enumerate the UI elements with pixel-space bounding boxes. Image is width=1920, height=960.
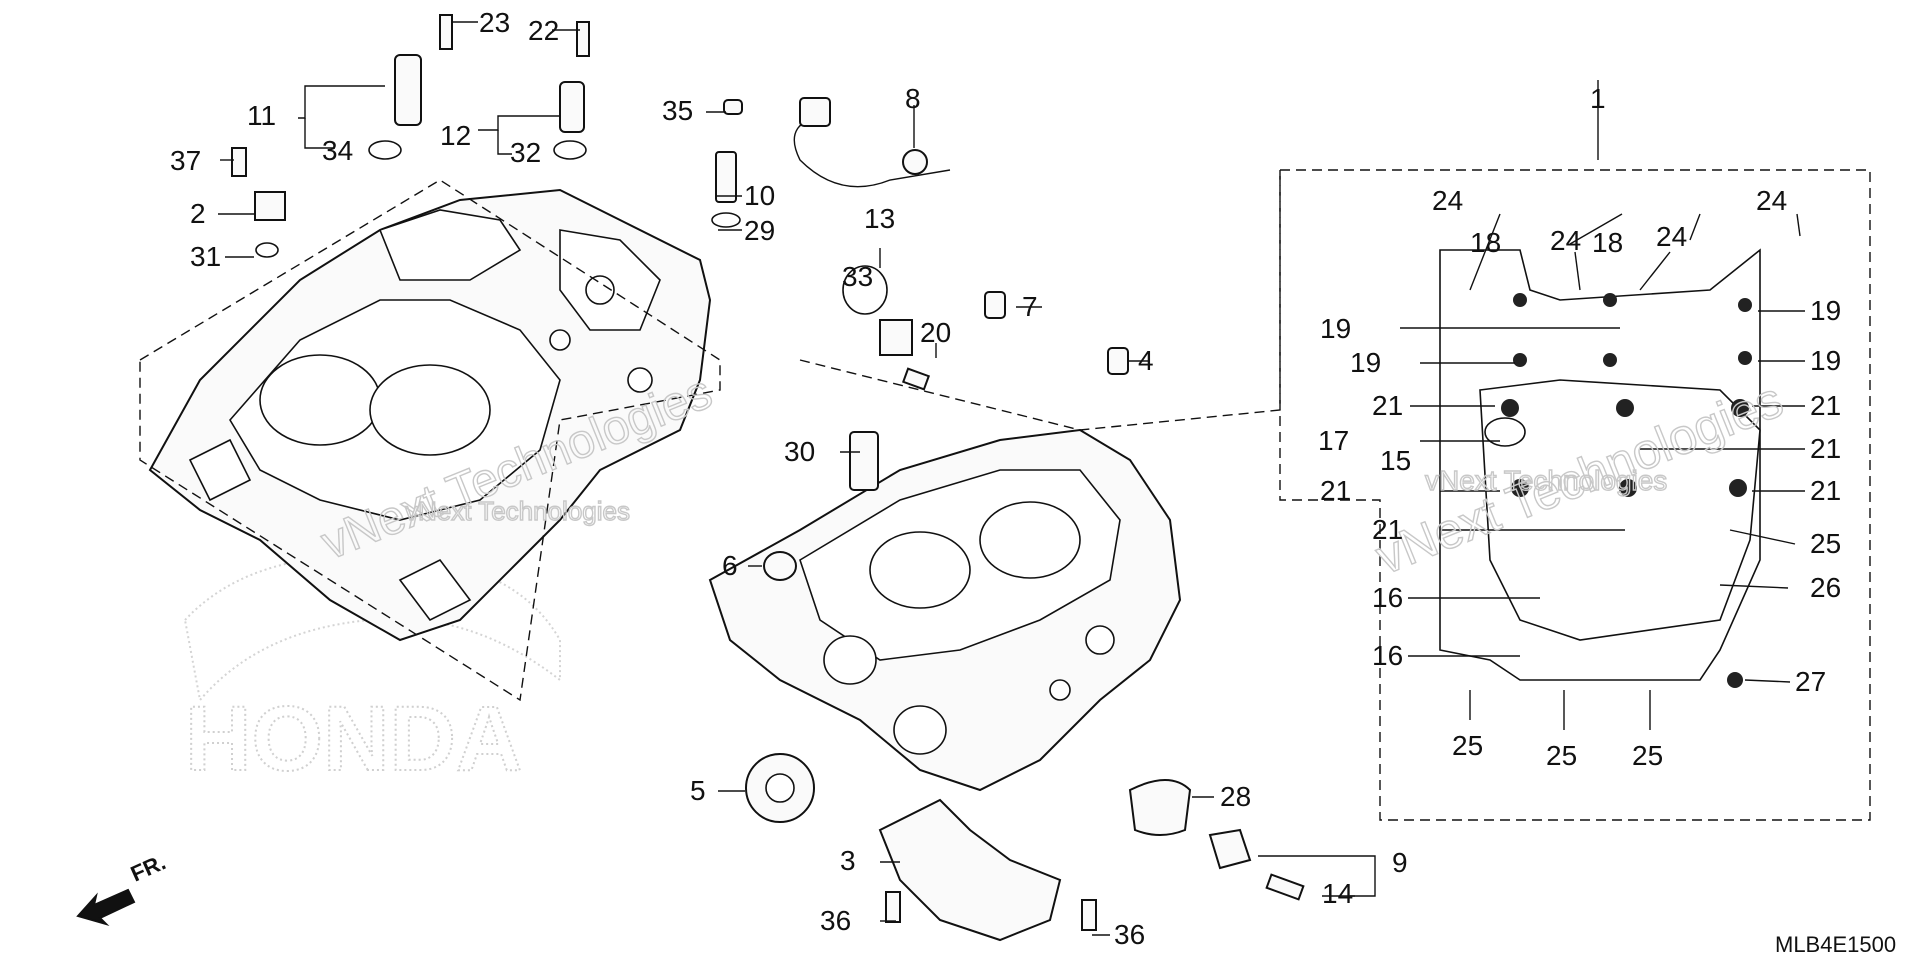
callout-32: 32 <box>510 137 541 168</box>
callout-25: 25 <box>1810 528 1841 559</box>
callout-16: 16 <box>1372 640 1403 671</box>
callout-25: 25 <box>1452 730 1483 761</box>
callout-36-right: 36 <box>1114 919 1145 950</box>
lower-crankcase <box>708 428 1182 792</box>
callout-34: 34 <box>322 135 353 166</box>
callout-24: 24 <box>1656 221 1687 252</box>
callout-33: 33 <box>842 261 873 292</box>
callout-19: 19 <box>1320 313 1351 344</box>
callout-14: 14 <box>1322 878 1353 909</box>
callout-4: 4 <box>1138 345 1154 376</box>
callout-29: 29 <box>744 215 775 246</box>
callout-21: 21 <box>1372 390 1403 421</box>
callout-5: 5 <box>690 775 706 806</box>
callout-1: 1 <box>1590 83 1606 114</box>
callout-7: 7 <box>1022 291 1038 322</box>
callout-19: 19 <box>1350 347 1381 378</box>
callout-19: 19 <box>1810 345 1841 376</box>
callout-27: 27 <box>1795 666 1826 697</box>
callout-21: 21 <box>1372 514 1403 545</box>
callout-9: 9 <box>1392 847 1408 878</box>
callout-21: 21 <box>1810 433 1841 464</box>
callout-22: 22 <box>528 15 559 46</box>
callout-21: 21 <box>1810 390 1841 421</box>
callout-24: 24 <box>1756 185 1787 216</box>
callout-18: 18 <box>1592 227 1623 258</box>
honda-wordmark: HONDA <box>185 688 522 790</box>
callout-21: 21 <box>1810 475 1841 506</box>
bolt-hole-markers <box>1501 293 1752 688</box>
front-label: FR. <box>127 849 170 886</box>
callout-17: 17 <box>1318 425 1349 456</box>
callout-6: 6 <box>722 550 738 581</box>
upper-crankcase <box>148 188 712 642</box>
callout-15: 15 <box>1380 445 1411 476</box>
callout-37: 37 <box>170 145 201 176</box>
crankcase-bottom-view <box>1439 248 1761 688</box>
callout-2: 2 <box>190 198 206 229</box>
assembly-outlines <box>139 169 1871 821</box>
diagram-code: MLB4E1500 <box>1775 932 1896 957</box>
callout-13: 13 <box>864 203 895 234</box>
callouts: 23 22 11 34 12 32 37 2 31 35 10 29 8 13 … <box>170 7 1841 950</box>
callout-3: 3 <box>840 845 856 876</box>
callout-26: 26 <box>1810 572 1841 603</box>
callout-16: 16 <box>1372 582 1403 613</box>
callout-24: 24 <box>1432 185 1463 216</box>
callout-23: 23 <box>479 7 510 38</box>
callout-25: 25 <box>1546 740 1577 771</box>
callout-24: 24 <box>1550 225 1581 256</box>
loose-parts <box>231 14 1305 942</box>
callout-10: 10 <box>744 180 775 211</box>
callout-18: 18 <box>1470 227 1501 258</box>
callout-28: 28 <box>1220 781 1251 812</box>
callout-25: 25 <box>1632 740 1663 771</box>
callout-30: 30 <box>784 436 815 467</box>
honda-logo: HONDA <box>183 555 561 791</box>
callout-21: 21 <box>1320 475 1351 506</box>
callout-36: 36 <box>820 905 851 936</box>
front-direction-arrow: FR. <box>76 849 170 927</box>
callout-19: 19 <box>1810 295 1841 326</box>
callout-31: 31 <box>190 241 221 272</box>
watermark: vNext Technologies <box>1425 465 1667 496</box>
callout-11: 11 <box>247 100 276 131</box>
watermark: vNext Technologies <box>405 496 630 526</box>
callout-20: 20 <box>920 317 951 348</box>
callout-8: 8 <box>905 83 921 114</box>
leader-lines <box>218 21 1805 936</box>
callout-35: 35 <box>662 95 693 126</box>
callout-12: 12 <box>440 120 471 151</box>
